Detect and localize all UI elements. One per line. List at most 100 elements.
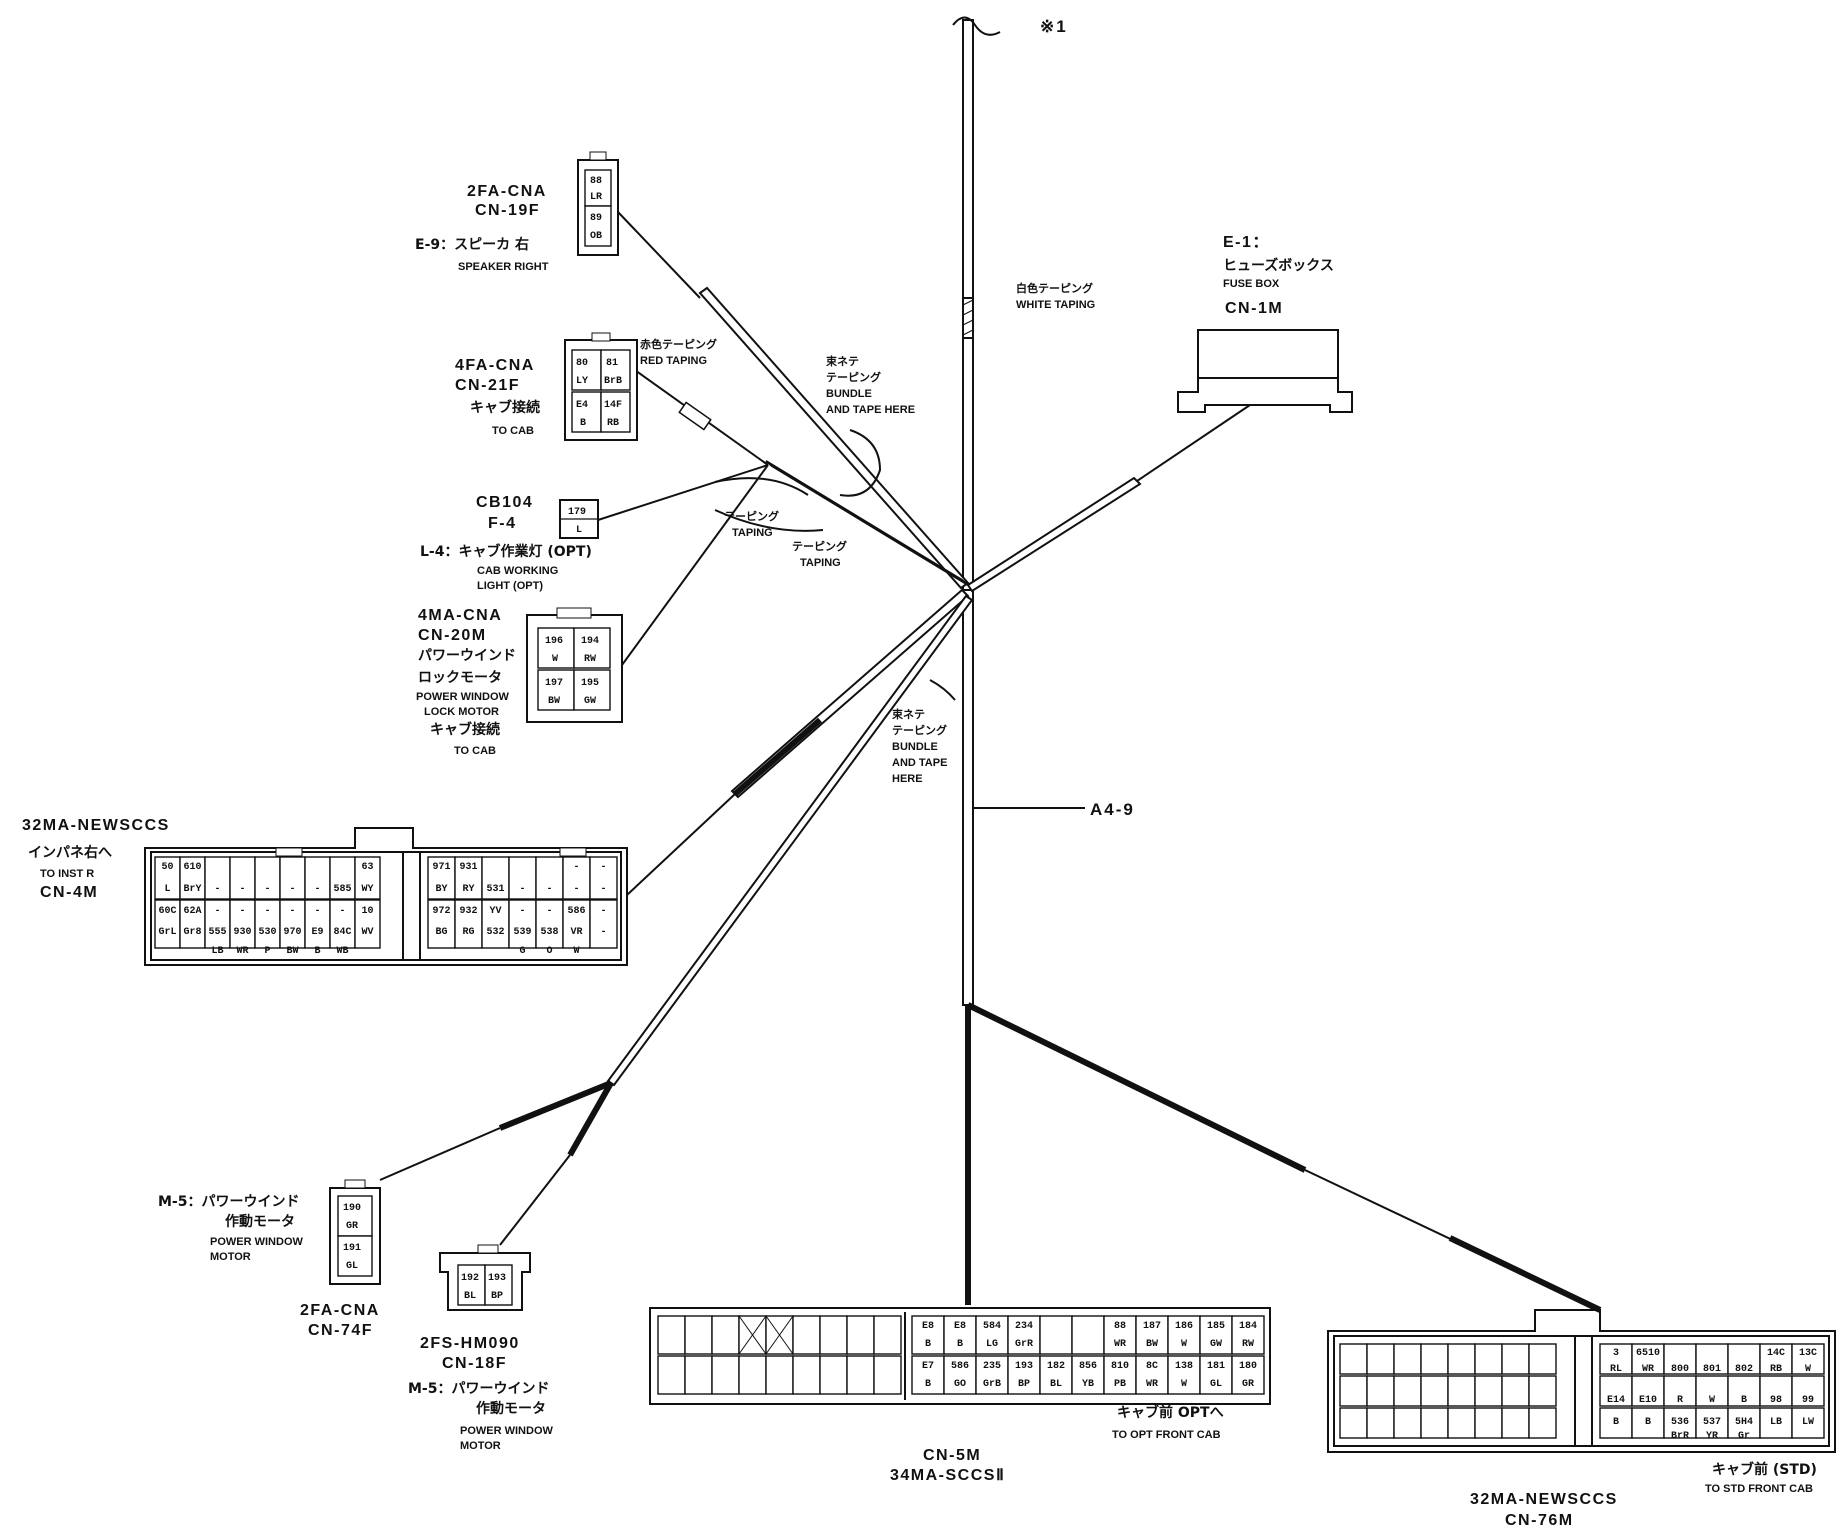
cn19f-pinLR: LR [590, 192, 602, 203]
white-taping-en: WHITE TAPING [1016, 299, 1095, 311]
cn76m-right-pin-label: E10 [1639, 1395, 1657, 1406]
cn5m-right-cell [1071, 1355, 1105, 1395]
cn20m-196: 196 [545, 636, 563, 647]
cn76m-right-pin-label: B [1613, 1417, 1619, 1428]
cn4m-left-pin-label: 555 [208, 927, 226, 938]
cn76m-left-cell [1528, 1375, 1557, 1407]
cn76m-right-cell [1663, 1343, 1697, 1375]
cn1m-l4: CN-1M [1225, 300, 1283, 317]
cn74f-l4: MOTOR [210, 1251, 251, 1263]
cn4m-right-cell [508, 856, 537, 900]
cn4m-left-pin-label: GrL [158, 927, 176, 938]
cn4m-right-cell [589, 856, 618, 900]
cn4m-left-pin-label: P [264, 946, 270, 957]
cn76m-right-cell [1663, 1375, 1697, 1407]
cb104-l1: CB104 [476, 494, 533, 511]
cn76m-right-cell [1759, 1343, 1793, 1375]
cn5m-right-cell [975, 1315, 1009, 1355]
cn20m-l6: LOCK MOTOR [424, 706, 499, 718]
cn4m-left-pin-label: WY [361, 884, 373, 895]
cn76m-right-pin-label: RL [1610, 1364, 1622, 1375]
cn19f-l2: CN-19F [475, 202, 540, 219]
cn19f-pin89: 89 [590, 213, 602, 224]
cn4m-left-pin-label: - [289, 884, 295, 895]
cn76m-right-cell [1695, 1407, 1729, 1439]
cn76m-right-cell [1695, 1343, 1729, 1375]
cn5m-right-pin-label: B [957, 1339, 963, 1350]
cn4m-left-cell [279, 899, 306, 949]
cn76m-right-pin-label: LB [1770, 1417, 1782, 1428]
cn5m-left-cell [765, 1355, 794, 1395]
cn4m-right-cell [508, 899, 537, 949]
cn76m-right-cell [1727, 1375, 1761, 1407]
taping2-jp: テーピング [792, 539, 847, 553]
harness-branches [379, 211, 1602, 1313]
cn74f-GR: GR [346, 1221, 358, 1232]
cn4m-left-pin-label: 84C [333, 927, 351, 938]
cn5m-right-pin-label: WR [1114, 1339, 1126, 1350]
cn74f-l6: CN-74F [308, 1322, 373, 1339]
cn5m-right-pin-label: WR [1146, 1379, 1158, 1390]
cn21f-l4: TO CAB [492, 425, 534, 437]
white-taping-jp: 白色テーピング [1016, 281, 1093, 295]
cn76m-left-cell [1339, 1375, 1368, 1407]
cn76m-right-cell [1727, 1407, 1761, 1439]
cn18f-l3: M-5：パワーウインド [408, 1381, 549, 1397]
cn4m-left-cell [154, 899, 181, 949]
cn4m-left-pin-label: 63 [361, 862, 373, 873]
cn21f-B: B [580, 418, 586, 429]
cn76m-right-cell [1791, 1343, 1825, 1375]
cn76m-right-cell [1759, 1407, 1793, 1439]
cn21f-l3: キャブ接続 [470, 399, 540, 416]
bundle1-jp2: テーピング [826, 370, 881, 384]
cn76m-right-cell [1759, 1375, 1793, 1407]
cn5m-right-pin-label: PB [1114, 1379, 1126, 1390]
cn76m-l2: CN-76M [1505, 1512, 1574, 1529]
cn4m-left-pin-label: 50 [161, 862, 173, 873]
cn4m-right-pin-label: - [546, 906, 552, 917]
cn4m-right-pin-label: 538 [540, 927, 558, 938]
cn1m-l3: FUSE BOX [1223, 278, 1280, 290]
cn4m-l1: 32MA-NEWSCCS [22, 817, 170, 834]
cn76m-left-cell [1420, 1375, 1449, 1407]
cn76m-right-pin-label: 5H4 [1735, 1417, 1753, 1428]
cn4m-right-pin-label: - [600, 906, 606, 917]
cn4m-left-pin-label: LB [211, 946, 223, 957]
cn5m-left-cell [738, 1355, 767, 1395]
cn4m-right-pin-label: O [546, 946, 552, 957]
cn4m-left-pin-label: - [214, 884, 220, 895]
cn74f-191: 191 [343, 1243, 361, 1254]
cn4m-left-pin-label: Gr8 [183, 927, 201, 938]
cn4m-left-pin-label: WB [336, 946, 348, 957]
cn76m-l3: キャブ前 (STD) [1712, 1461, 1817, 1478]
cn5m-right-pin-label: BW [1146, 1339, 1158, 1350]
cn76m-left-cell [1474, 1343, 1503, 1375]
cn76m-right-pin-label: 800 [1671, 1364, 1689, 1375]
cn4m-right-cell [454, 899, 483, 949]
cn5m-right-pin-label: 856 [1079, 1361, 1097, 1372]
cn20m-GW: GW [584, 696, 596, 707]
cn76m-left-cell [1501, 1375, 1530, 1407]
cn5m-right-pin-label: 88 [1114, 1321, 1126, 1332]
cn5m-left-cell [711, 1355, 740, 1395]
cn76m-left-cell [1339, 1343, 1368, 1375]
cn76m-right-cell [1631, 1375, 1665, 1407]
cn4m-left-pin-label: 530 [258, 927, 276, 938]
cn4m-right-pin-label: G [519, 946, 525, 957]
cn76m-right-cell [1631, 1407, 1665, 1439]
cn76m-left-cell [1366, 1407, 1395, 1439]
cn4m-left-pin-label: 930 [233, 927, 251, 938]
cn4m-left-pin-label: 970 [283, 927, 301, 938]
cn4m-right-cell [535, 856, 564, 900]
cn76m-right-cell [1599, 1343, 1633, 1375]
cn5m-right-pin-label: LG [986, 1339, 998, 1350]
taping1-jp: テーピング [724, 509, 779, 523]
cn76m-left-cell [1474, 1407, 1503, 1439]
cn76m-right-pin-label: BrR [1671, 1431, 1689, 1442]
cn18f-BP: BP [491, 1291, 503, 1302]
cn5m-right-pin-label: GrB [983, 1379, 1001, 1390]
cn76m-right-cell [1791, 1407, 1825, 1439]
cn18f-l4: 作動モータ [476, 1400, 546, 1417]
connector-cn-1m-fuse-box [1177, 329, 1353, 413]
